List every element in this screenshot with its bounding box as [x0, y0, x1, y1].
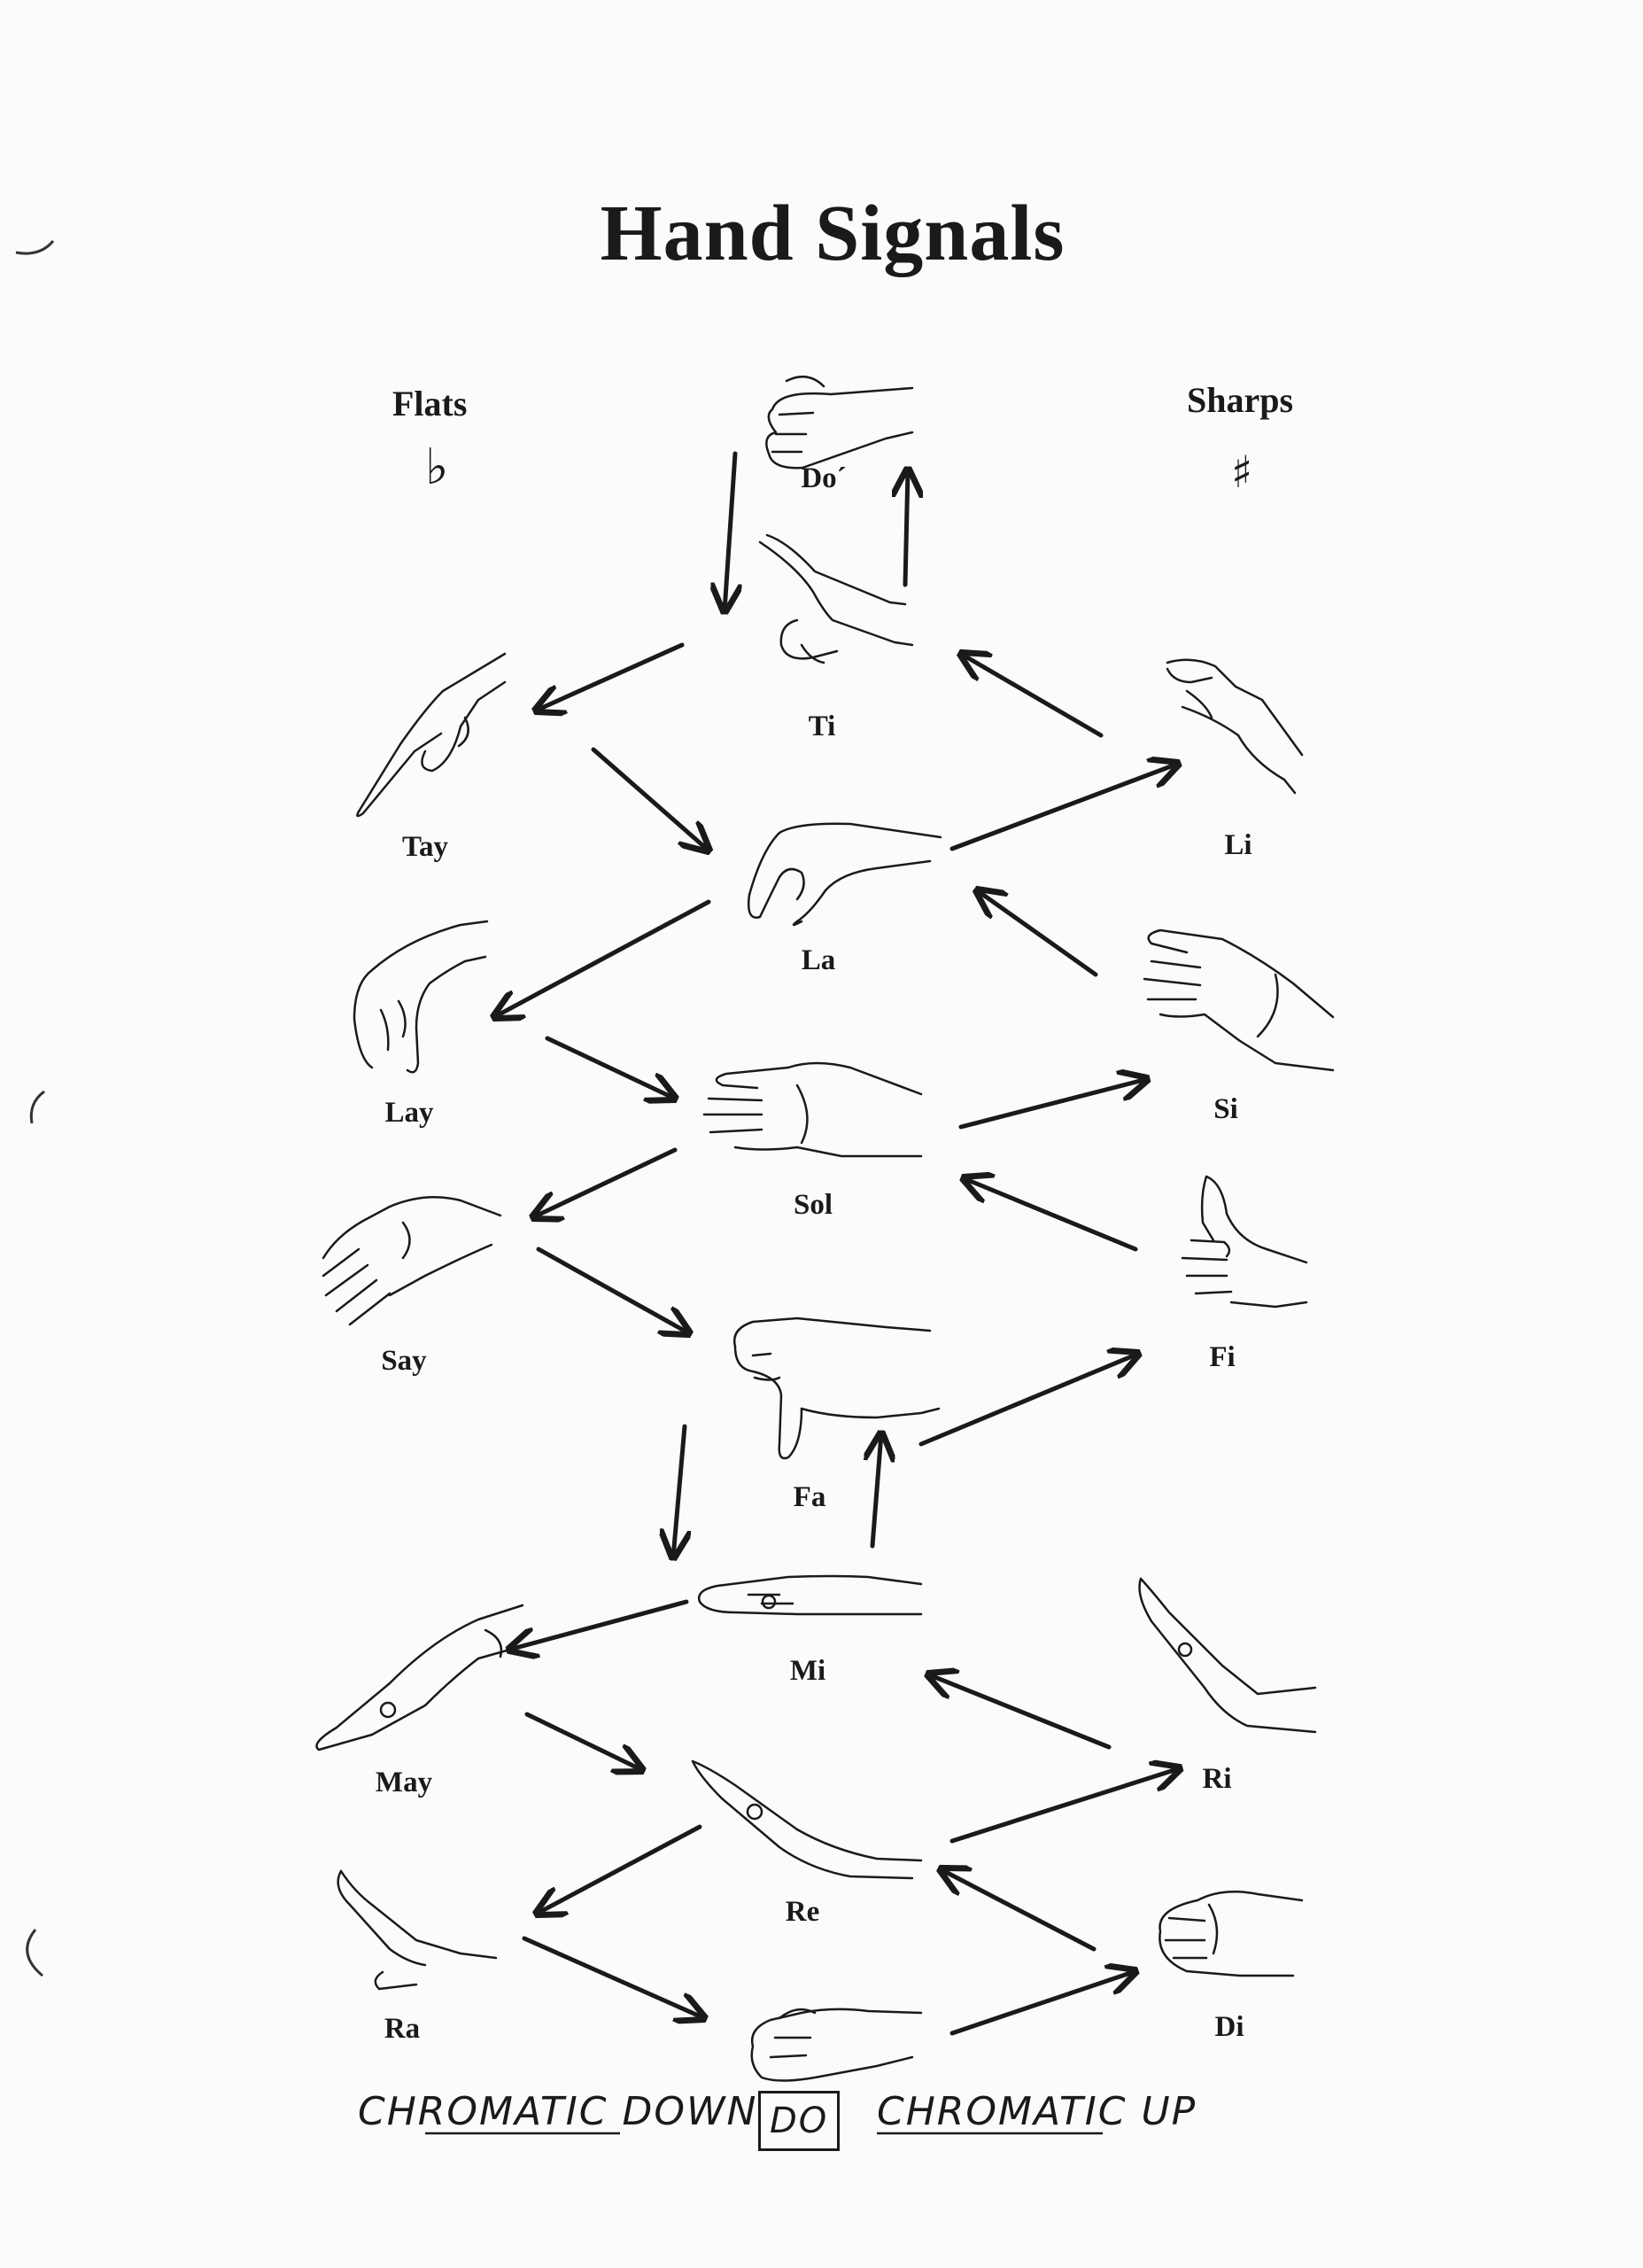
label-di: Di [1214, 2011, 1244, 2043]
sharps-header: Sharps [1187, 380, 1294, 420]
fist-hand-icon [750, 2008, 923, 2082]
margin-mark [15, 240, 55, 255]
label-say: Say [381, 1345, 427, 1377]
arrow-sol-to-si [958, 1079, 1147, 1130]
open-palm-hand-icon [1143, 928, 1335, 1072]
flats-header: Flats [392, 384, 468, 423]
arrow-ti-to-tay [536, 642, 685, 711]
arrow-mi-to-fa [872, 1433, 881, 1549]
arrow-may-to-re [524, 1712, 642, 1770]
label-ra: Ra [384, 2013, 421, 2045]
label-re: Re [785, 1896, 820, 1928]
arrow-sol-to-say [533, 1147, 678, 1217]
footer-chromatic-up: CHROMATIC UP [877, 2089, 1197, 2134]
label-do-high: Do´ [801, 462, 847, 494]
arrow-ra-to-do-low [522, 1936, 704, 2018]
label-ri: Ri [1202, 1763, 1232, 1795]
arrow-re-to-ra [537, 1824, 702, 1914]
slanted-hand-icon [691, 1759, 923, 1880]
arrow-lay-to-sol [545, 1036, 675, 1099]
arrow-la-to-lay [494, 899, 711, 1017]
arrow-say-to-fa [536, 1247, 689, 1333]
arrow-di-to-re [941, 1869, 1097, 1952]
label-sol: Sol [793, 1189, 833, 1221]
open-palm-hand-icon [322, 1196, 502, 1326]
arrow-li-to-ti [961, 654, 1104, 738]
arrow-fa-to-mi [673, 1424, 685, 1557]
margin-mark [26, 1929, 43, 1977]
label-fi: Fi [1209, 1341, 1236, 1373]
slanted-hand-icon [337, 1869, 498, 1991]
thumbs-down-hand-icon [732, 1317, 941, 1460]
label-fa: Fa [793, 1481, 826, 1513]
flat-symbol: ♭ [425, 439, 449, 496]
thumbs-up-hand-icon [1181, 1175, 1308, 1309]
label-li: Li [1224, 829, 1252, 861]
arrow-do-to-ti [725, 451, 735, 611]
arrow-la-to-li [949, 764, 1178, 851]
arrow-do-low-to-di [949, 1971, 1135, 2036]
margin-marks [15, 240, 55, 1977]
arrow-re-to-ri [949, 1768, 1180, 1844]
flat-hand-icon [702, 1061, 923, 1158]
label-ti: Ti [808, 711, 836, 742]
margin-mark [29, 1090, 45, 1124]
page-title: Hand Signals [600, 190, 1066, 277]
arrow-fi-to-sol [964, 1178, 1138, 1252]
cupped-hand-icon [1166, 658, 1304, 795]
label-si: Si [1213, 1093, 1238, 1125]
arrow-mi-to-may [509, 1599, 689, 1650]
fist-hand-icon [765, 375, 914, 470]
footer-chromatic-down: CHROMATIC DOWN [358, 2089, 758, 2134]
arrow-tay-to-la [591, 747, 709, 850]
label-tay: Tay [402, 831, 448, 863]
flat-hand-icon [697, 1574, 923, 1616]
label-lay: Lay [384, 1097, 434, 1129]
label-la: La [801, 944, 836, 976]
slanted-hand-icon [315, 1604, 524, 1751]
sharp-symbol: ♯ [1231, 447, 1253, 498]
slanted-hand-icon [1138, 1577, 1317, 1734]
footer-do-box: DO [758, 2091, 841, 2151]
arrow-fa-to-fi [918, 1354, 1138, 1447]
label-mi: Mi [789, 1655, 826, 1687]
arrow-ti-to-do [905, 470, 908, 587]
arrow-ri-to-mi [928, 1674, 1112, 1750]
pointing-hand-icon [758, 533, 914, 664]
arrow-si-to-la [977, 890, 1098, 977]
hook-hand-icon [353, 920, 489, 1074]
pointing-down-hand-icon [356, 652, 507, 818]
cupped-down-hand-icon [748, 822, 942, 927]
label-may: May [375, 1767, 433, 1798]
fist-hand-icon [1159, 1890, 1304, 1977]
